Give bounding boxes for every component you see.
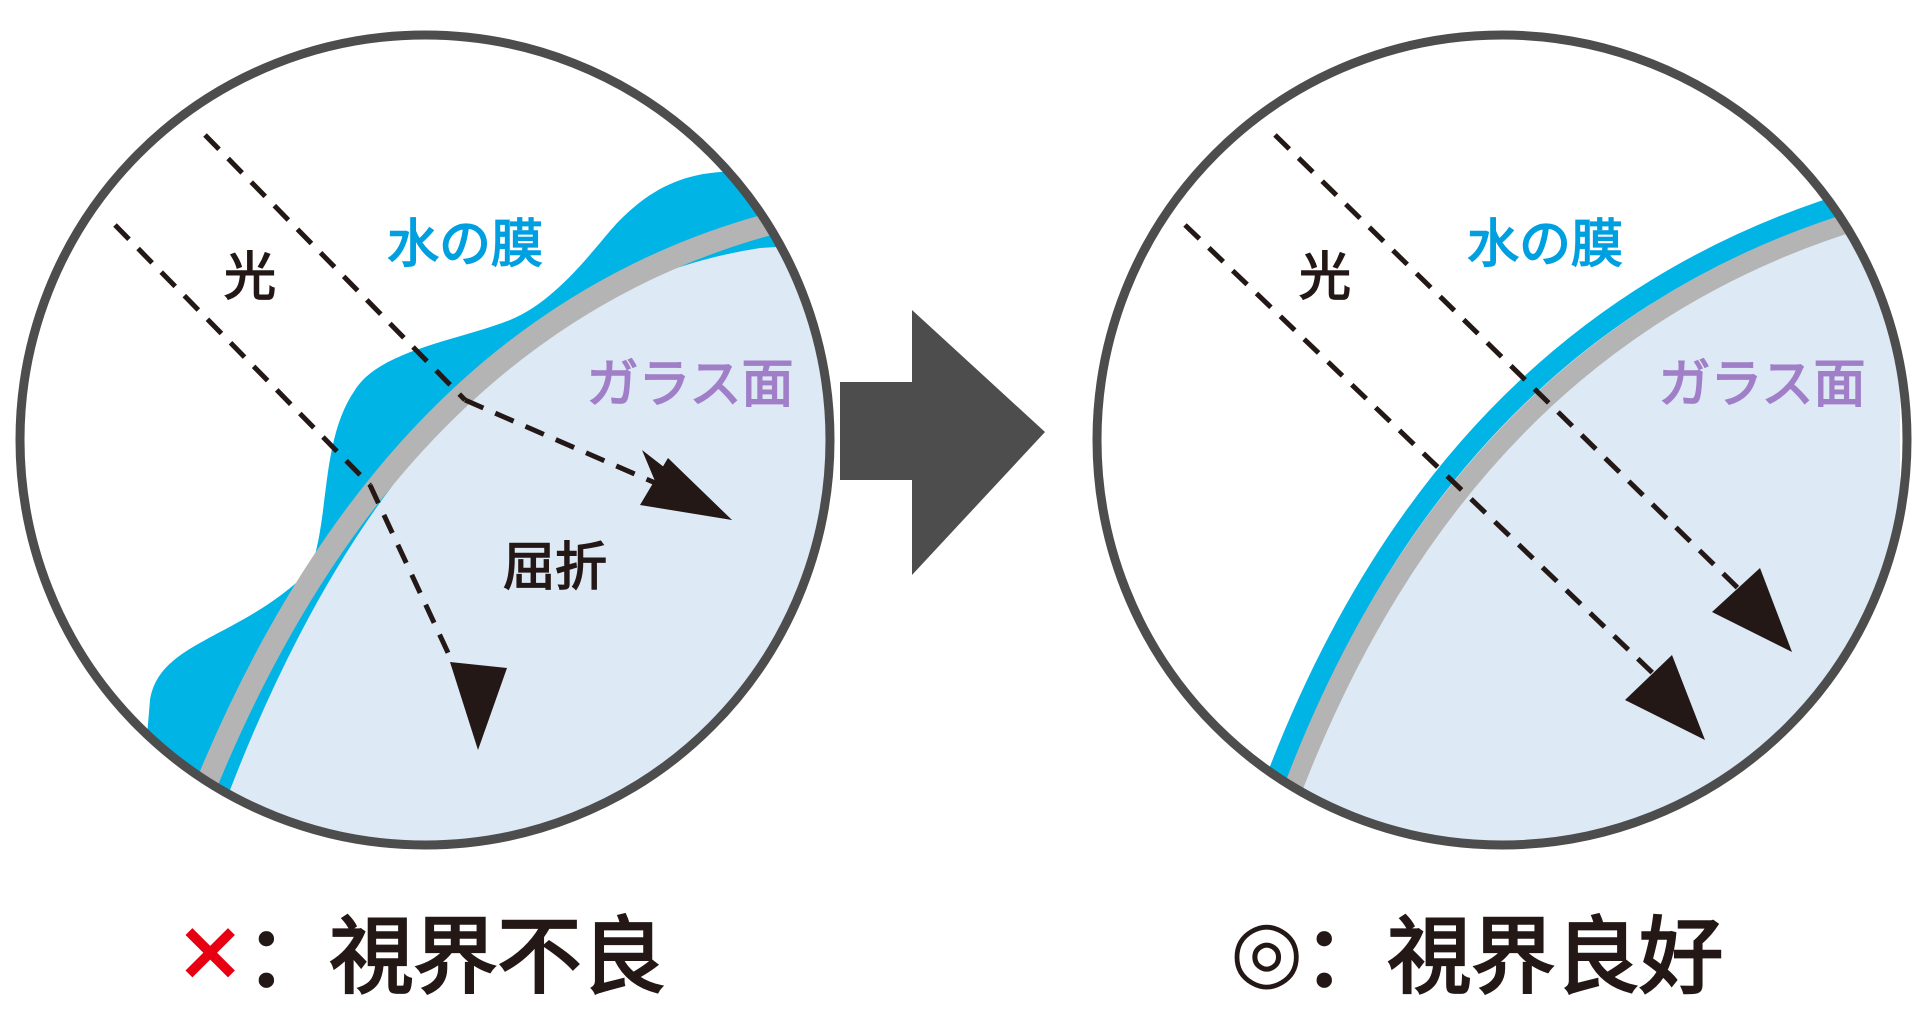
right-light-rays: [1183, 133, 1747, 682]
right-panel: 光 水の膜 ガラス面: [1092, 30, 1912, 850]
right-lens-outline: [1092, 30, 1912, 850]
left-ray-1-incoming: [113, 223, 372, 487]
right-ray-1: [1183, 223, 1662, 682]
left-ray-1-arrowhead: [450, 662, 507, 750]
right-caption: ◎ ：視界良好: [1230, 895, 1723, 1006]
left-refraction-label: 屈折: [503, 538, 607, 598]
right-water-label: 水の膜: [1467, 215, 1623, 275]
left-ray-2-incoming: [203, 133, 467, 402]
right-arrow-icon: [840, 310, 1045, 575]
left-caption-text: ：視界不良: [245, 907, 666, 1006]
right-ray-2: [1273, 133, 1747, 597]
right-light-label: 光: [1299, 248, 1351, 308]
left-light-label: 光: [224, 248, 276, 308]
left-ray-1-refracted: [367, 483, 473, 702]
right-ray-1-arrowhead: [1625, 655, 1705, 740]
water-film: [1258, 178, 1903, 804]
glass-surface: [1285, 215, 1900, 845]
right-glass-label: ガラス面: [1659, 355, 1866, 415]
left-ray-2-refracted: [464, 397, 661, 488]
left-panel: 光 水の膜 ガラス面 屈折: [15, 30, 835, 850]
left-lens-outline: [15, 30, 835, 850]
right-ray-2-arrowhead: [1712, 568, 1792, 652]
cross-icon: ×: [175, 901, 246, 999]
left-glass-label: ガラス面: [587, 355, 794, 415]
left-light-rays: [113, 133, 661, 702]
right-caption-text: ：視界良好: [1303, 907, 1724, 1006]
double-circle-icon: ◎: [1230, 901, 1304, 999]
left-water-label: 水の膜: [387, 215, 543, 275]
left-caption: × ：視界不良: [175, 895, 665, 1006]
left-ray-2-arrowhead-b: [640, 458, 732, 520]
glass-edge: [1278, 198, 1903, 804]
